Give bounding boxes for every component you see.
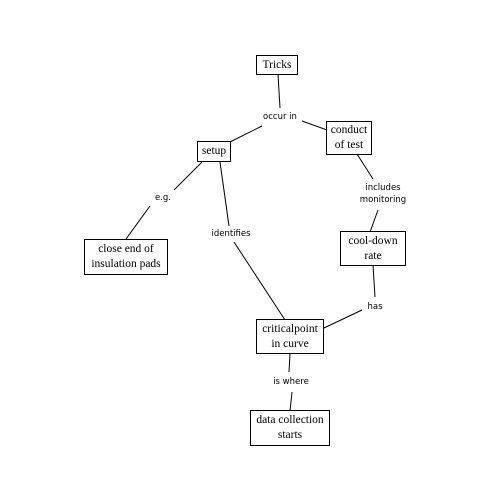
concept-setup-line: setup [201,145,227,157]
concept-critical-point-in-curve: criticalpoint in curve [256,319,324,354]
link-identifies: identifies [209,228,253,240]
edge-is-where-data-collection [289,391,293,412]
concept-cool-down-rate-line-1: cool-down [348,234,398,247]
link-is-where: is where [271,376,311,388]
concept-data-collection-starts: data collection starts [250,410,330,446]
link-has-line: has [367,302,383,312]
concept-cool-down-rate: cool-down rate [340,231,406,266]
edge-includes-cool-down [369,209,379,233]
concept-critical-point-line-1: criticalpoint [262,322,318,335]
concept-tricks: Tricks [256,55,298,75]
link-has: has [365,301,385,313]
edge-occur-in-conduct [301,120,328,131]
edge-occur-in-setup [229,125,263,143]
link-includes-monitoring: includes monitoring [357,182,409,206]
concept-close-end-of-insulation-pads: close end of insulation pads [84,239,168,275]
link-identifies-line: identifies [211,229,251,239]
link-includes-monitoring-line-2: monitoring [359,195,407,205]
edge-eg-close-end [125,205,151,240]
link-includes-monitoring-line-1: includes [365,183,401,193]
edge-identifies-critical-point [233,241,286,321]
link-is-where-line: is where [273,377,309,387]
concept-setup: setup [197,141,231,162]
concept-conduct-of-test-line-1: conduct [330,124,368,136]
link-eg-line: e.g. [154,193,172,203]
edge-critical-point-is-where [288,353,291,373]
link-occur-in: occur in [261,111,299,123]
edge-conduct-includes [356,153,374,180]
concept-data-collection-line-2: starts [277,429,303,441]
edge-setup-eg [173,161,203,191]
concept-conduct-of-test: conduct of test [326,121,372,155]
edge-setup-identifies [219,161,230,227]
edge-tricks-occur-in [277,73,281,109]
concept-conduct-of-test-line-2: of test [334,139,364,151]
edge-has-critical-point [323,309,363,329]
concept-cool-down-rate-line-2: rate [364,249,382,262]
concept-close-end-line-2: insulation pads [91,258,161,270]
link-eg: e.g. [152,192,174,204]
edge-cool-down-has [372,264,376,298]
concept-data-collection-line-1: data collection [256,414,324,426]
link-occur-in-line: occur in [263,112,297,122]
concept-tricks-line: Tricks [262,58,292,71]
concept-critical-point-line-2: in curve [271,337,309,350]
concept-close-end-line-1: close end of [98,243,154,255]
